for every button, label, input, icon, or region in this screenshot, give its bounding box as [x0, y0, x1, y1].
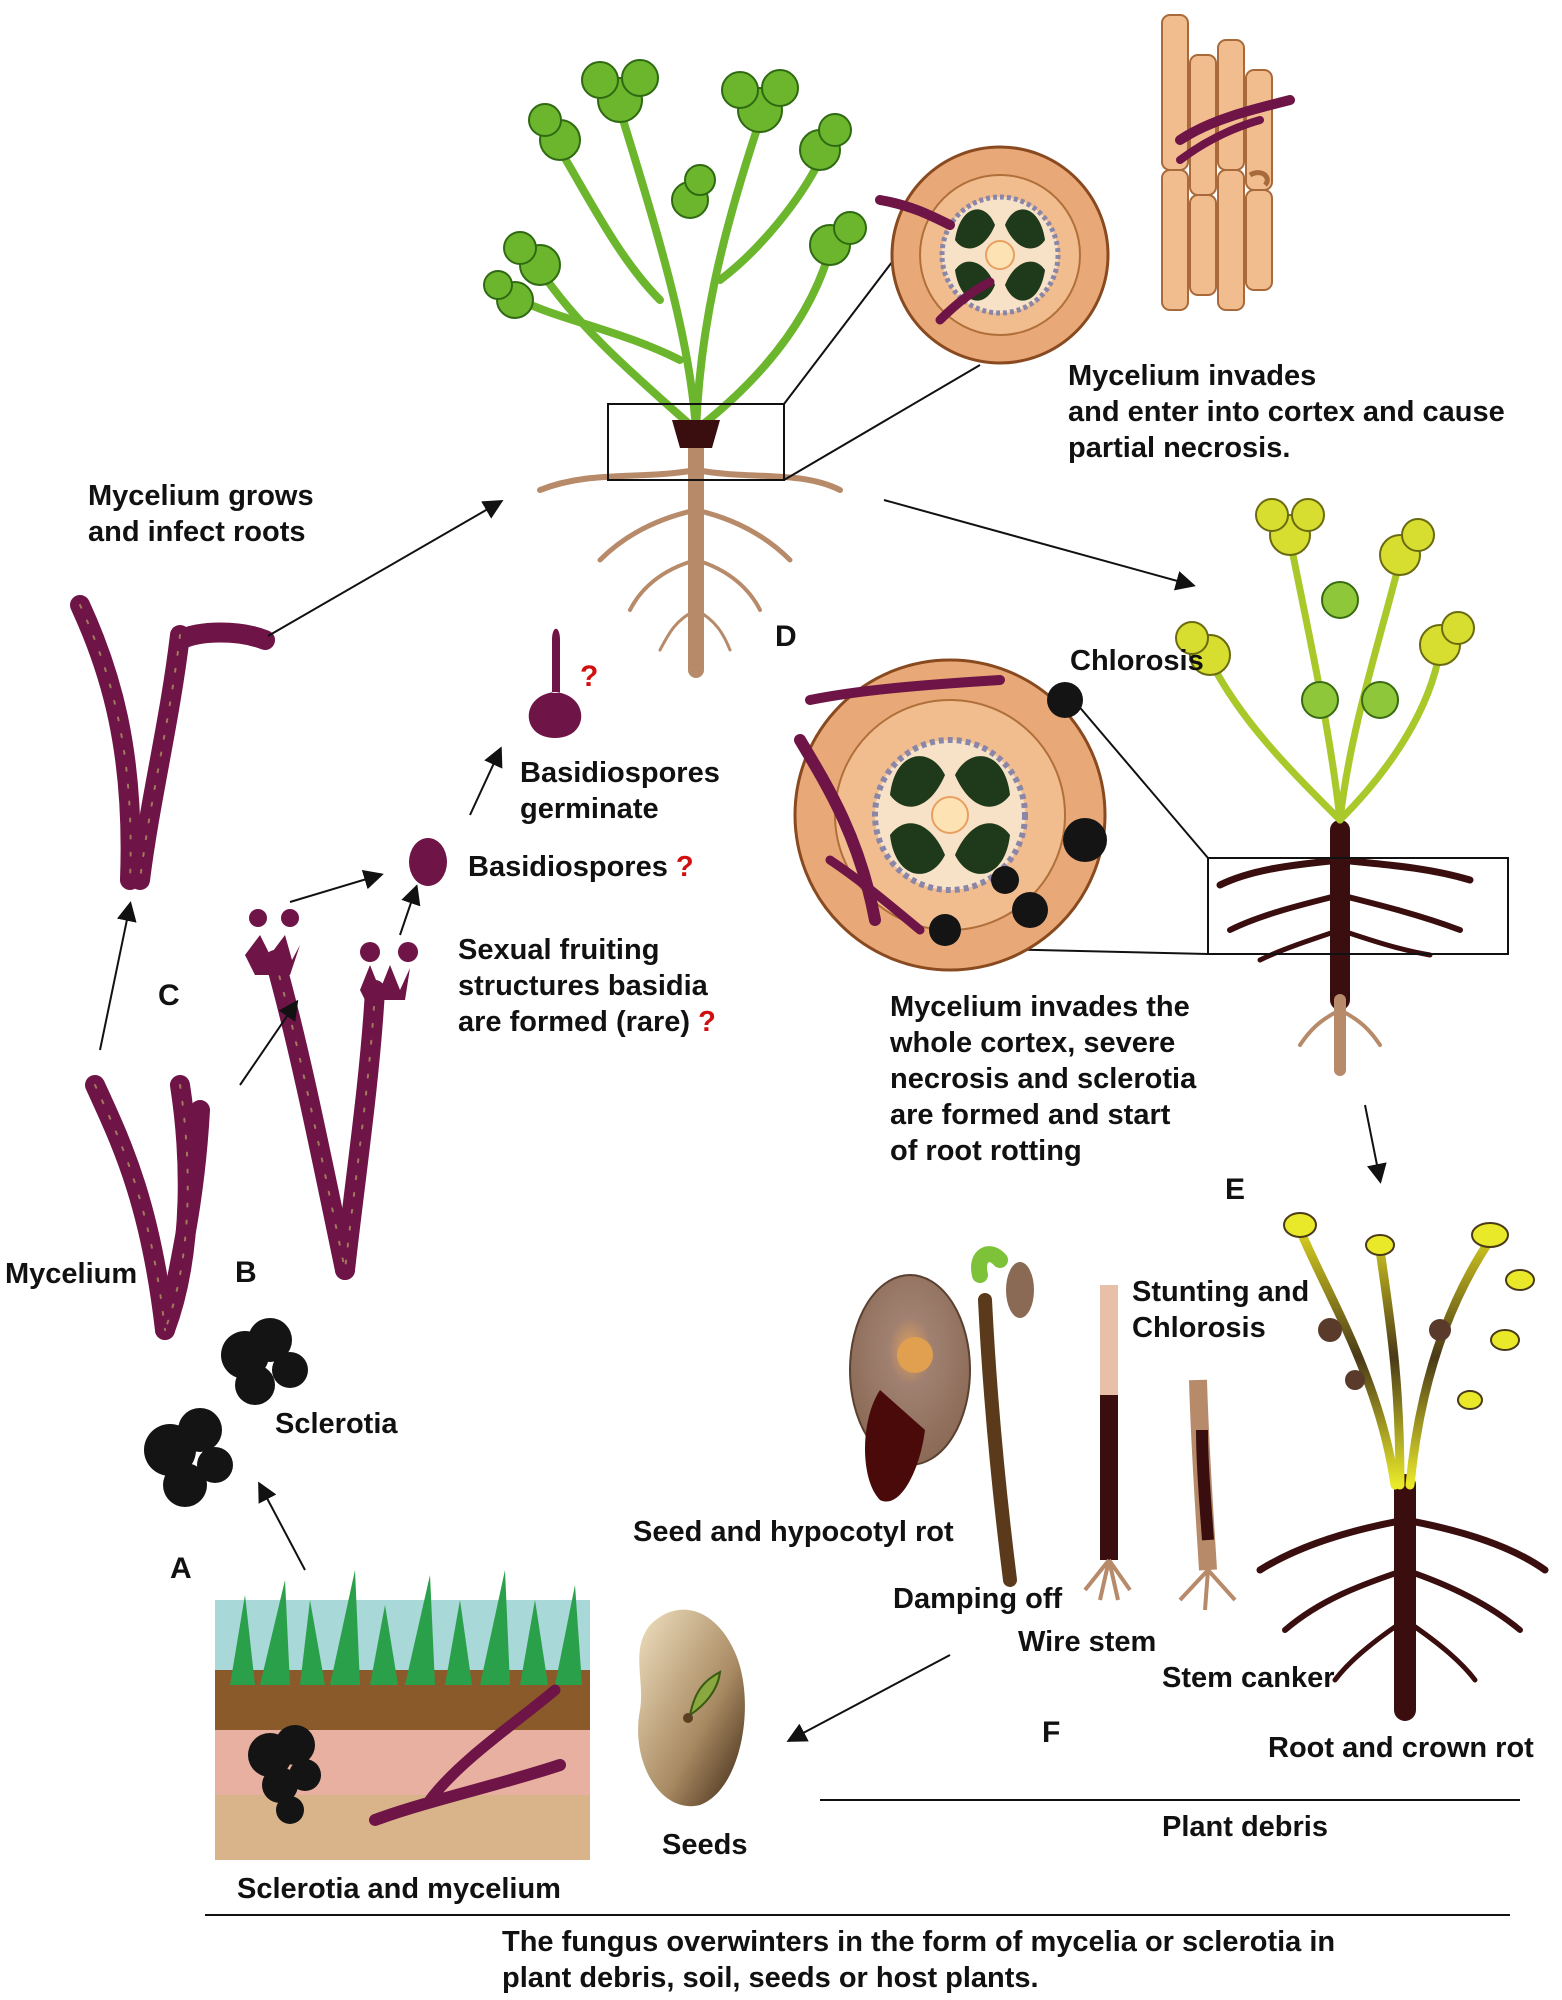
label-seeds: Seeds [662, 1829, 748, 1861]
stem-canker-seedling [1178, 1379, 1237, 1611]
label-plant-debris: Plant debris [1162, 1811, 1328, 1843]
healthy-plant [483, 59, 981, 678]
question-mark: ? [580, 660, 599, 693]
germinating-basidiospore [528, 628, 582, 738]
label-root-crown-rot: Root and crown rot [1268, 1732, 1534, 1764]
cross-section-partial [875, 145, 1110, 365]
stage-letter-a: A [170, 1552, 192, 1585]
healthy-stems [516, 106, 834, 434]
label-stunting: Stunting and Chlorosis [1132, 1276, 1310, 1344]
label-overwinter-note: The fungus overwinters in the form of my… [502, 1926, 1336, 1994]
basidia-structures [245, 628, 582, 1000]
label-sclerotia-mycelium: Sclerotia and mycelium [237, 1873, 561, 1905]
label-seed-hypocotyl-rot: Seed and hypocotyl rot [633, 1516, 954, 1548]
healthy-crown [672, 420, 720, 448]
label-sclerotia: Sclerotia [275, 1408, 398, 1440]
damping-off-seedling [971, 1246, 1034, 1587]
seed-hypocotyl-rot [849, 1274, 971, 1502]
healthy-roots [537, 432, 843, 678]
label-stem-canker: Stem canker [1162, 1662, 1335, 1694]
label-basidiospores-germinate: Basidiospores germinate [520, 757, 720, 825]
diseased-plant [1256, 1212, 1549, 1721]
wire-stem-seedling [1083, 1285, 1132, 1601]
stage-letter-d: D [775, 620, 797, 653]
chlorotic-zoom-box [1207, 857, 1509, 955]
label-wire-stem: Wire stem [1018, 1626, 1157, 1658]
label-chlorosis: Chlorosis [1070, 645, 1204, 677]
label-mycelium-whole-cortex: Mycelium invades the whole cortex, sever… [890, 991, 1197, 1167]
cross-section-severe [793, 658, 1107, 972]
soil-block [215, 1570, 590, 1860]
label-mycelium-grows: Mycelium grows and infect roots [88, 480, 314, 548]
stage-letter-e: E [1225, 1173, 1246, 1206]
stage-letter-c: C [158, 979, 180, 1012]
cycle-arrows [99, 499, 1387, 1742]
question-mark: ? [698, 1006, 716, 1038]
stage-letter-f: F [1042, 1716, 1061, 1749]
tissue-longitudinal [1161, 14, 1295, 311]
healthy-leaves [483, 59, 867, 319]
sclerotia-cluster [144, 1318, 308, 1507]
label-mycelium-invades-cortex: Mycelium invades and enter into cortex a… [1068, 360, 1505, 464]
mycelium-hyphae [70, 595, 385, 1340]
chlorotic-plant [954, 498, 1509, 1076]
label-basidiospores: Basidiospores ? [468, 851, 694, 883]
label-sexual-fruiting: Sexual fruiting structures basidia are f… [458, 934, 716, 1038]
healthy-zoom-box [607, 403, 785, 481]
basidiospore [409, 838, 447, 886]
seed-illustration [638, 1609, 745, 1807]
label-damping-off: Damping off [893, 1583, 1063, 1615]
label-mycelium: Mycelium [5, 1258, 138, 1290]
stage-letter-b: B [235, 1256, 257, 1289]
question-mark: ? [675, 851, 694, 883]
